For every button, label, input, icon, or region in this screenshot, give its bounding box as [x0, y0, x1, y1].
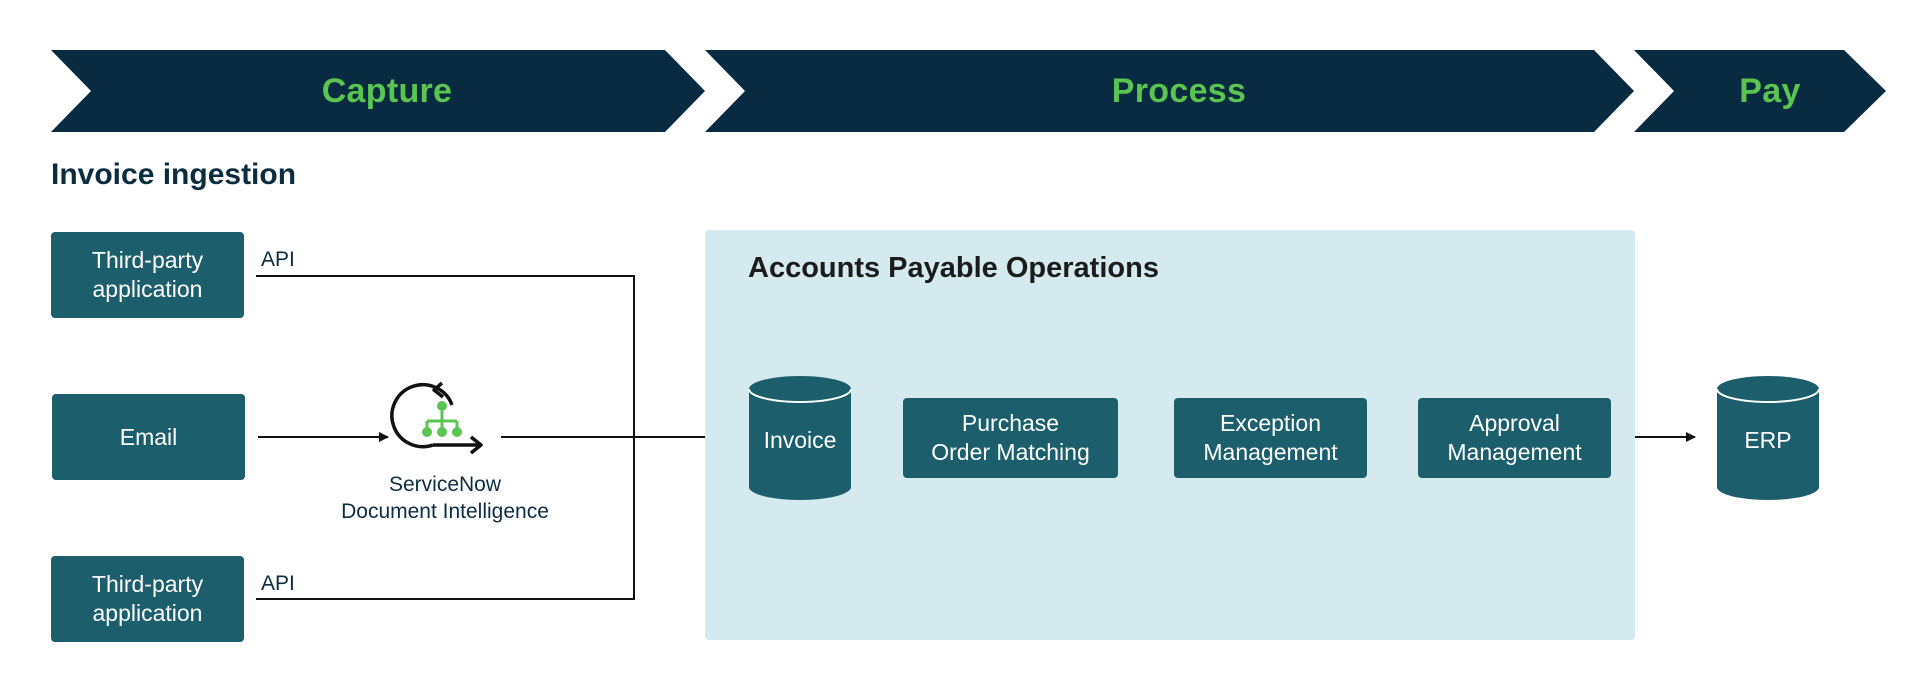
approval-management-box: Approval Management [1418, 398, 1611, 478]
po-matching-box: Purchase Order Matching [903, 398, 1118, 478]
source-third-party-app-top: Third-party application [51, 232, 244, 318]
stage-label-pay: Pay [1739, 71, 1801, 110]
service-label: ServiceNow Document Intelligence [341, 473, 549, 523]
edge-label-api-top: API [261, 248, 295, 271]
source-third-party-app-bottom: Third-party application [51, 556, 244, 642]
erp-database-icon [1716, 376, 1820, 500]
connector-top-api [256, 275, 635, 437]
stage-label-capture: Capture [321, 71, 453, 110]
connector-bottom-api [256, 437, 635, 600]
source-email: Email [52, 394, 245, 480]
stage-chevron-pay [1634, 50, 1886, 132]
exception-management-box: Exception Management [1174, 398, 1367, 478]
erp-label: ERP [1744, 426, 1792, 453]
invoice-label: Invoice [763, 426, 837, 453]
invoice-database-icon [748, 376, 852, 500]
stage-label-process: Process [1111, 71, 1247, 110]
edge-label-api-bottom: API [261, 572, 295, 595]
document-intelligence-icon [390, 381, 483, 455]
stage-chevron-process [705, 50, 1634, 132]
section-title: Invoice ingestion [51, 158, 297, 191]
ap-panel-title: Accounts Payable Operations [748, 252, 1159, 284]
stage-chevron-capture [51, 50, 705, 132]
